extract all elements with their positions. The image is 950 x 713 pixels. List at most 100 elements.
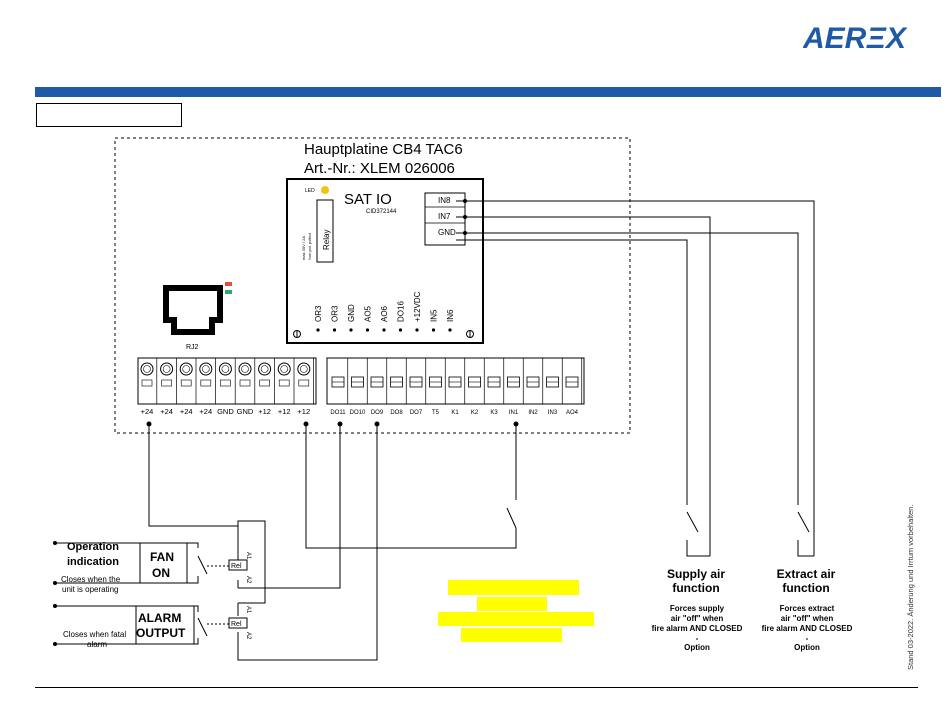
- sat-io-title: SAT IO: [344, 191, 392, 208]
- io-terminal-label: DO7: [410, 410, 423, 416]
- operation-note-2: unit is operating: [62, 585, 118, 594]
- wire-in7: [456, 216, 711, 556]
- power-terminal-label: GND: [217, 407, 234, 416]
- power-terminal-label: +24: [199, 407, 212, 416]
- supply-title-1: Supply air: [667, 567, 725, 581]
- power-terminal-label: +12: [258, 407, 271, 416]
- extract-switch-icon: [797, 500, 814, 557]
- wire-plus24: [148, 424, 266, 604]
- supply-air-section: Supply air function Forces supply air "o…: [652, 567, 743, 652]
- wire-do11: [238, 424, 341, 589]
- power-terminal-label: +24: [141, 407, 154, 416]
- highlight-bar-1: [448, 580, 579, 595]
- sat-io-right-label: IN8: [438, 196, 451, 205]
- sat-io-led-label: LED: [305, 188, 315, 194]
- fan-on-contact-icon: [55, 542, 208, 584]
- alarm-relay-icon: [228, 617, 248, 629]
- fan-relay-icon: [228, 559, 248, 571]
- sat-io-terminal-dot: [448, 328, 452, 332]
- fan-on-section: Operation indication Closes when the uni…: [53, 541, 251, 594]
- supply-desc-5: Option: [684, 643, 710, 652]
- power-terminal-label: +24: [180, 407, 193, 416]
- footer-note: Stand 03-2022. Änderung und Irrtum vorbe…: [906, 504, 915, 670]
- io-terminal-label: DO11: [330, 410, 346, 416]
- power-terminal-screw-icon: [140, 362, 154, 376]
- rj-socket-icon: [163, 285, 223, 335]
- sat-io-terminal-dot: [398, 328, 403, 332]
- wire-plus12-in1: [305, 424, 517, 549]
- sat-io-terminal-label: +12VDC: [413, 291, 422, 322]
- power-terminal-screw-icon: [238, 362, 252, 376]
- sat-io-terminal-label: OR3: [331, 305, 340, 322]
- sat-io-right-label: IN7: [438, 212, 451, 221]
- sat-io-terminal-label: DO16: [397, 301, 406, 322]
- supply-title-2: function: [672, 581, 719, 595]
- sat-io-terminal-label: IN6: [446, 309, 455, 322]
- sat-io-terminal-label: GND: [347, 304, 356, 322]
- operation-title-2: indication: [67, 556, 119, 568]
- extract-desc-3: fire alarm AND CLOSED: [762, 624, 853, 633]
- power-terminal-screw-icon: [160, 362, 174, 376]
- fan-relay-label: Rel: [231, 563, 242, 570]
- sat-io-terminal-dot: [431, 328, 436, 332]
- alarm-output-label-1: ALARM: [138, 611, 181, 625]
- io-terminal-label: K1: [451, 410, 459, 416]
- io-terminal-label: DO10: [350, 410, 366, 416]
- io-terminal-label: T5: [432, 410, 440, 416]
- alarm-output-label-2: OUTPUT: [136, 626, 186, 640]
- sat-io-terminal-dot: [349, 328, 353, 332]
- main-board-outline: [114, 137, 631, 434]
- alarm-contact-icon: [55, 605, 208, 645]
- io-terminal-label: AO4: [566, 410, 579, 416]
- io-terminal-label: DO9: [371, 410, 384, 416]
- sat-io-terminal-dot: [332, 328, 337, 332]
- fire-alarm-wiring: [456, 200, 815, 557]
- extract-desc-4: -: [806, 634, 809, 643]
- fan-relay-a1: A1: [245, 552, 251, 560]
- io-terminal-label: K2: [471, 410, 479, 416]
- power-terminal-label: GND: [237, 407, 254, 416]
- io-terminal-label: DO8: [390, 410, 403, 416]
- board-title-2: Art.-Nr.: XLEM 026006: [304, 160, 455, 177]
- footer-rule: [35, 687, 918, 688]
- sat-io-code: CID372144: [366, 209, 397, 215]
- supply-desc-3: fire alarm AND CLOSED: [652, 624, 743, 633]
- wire-gnd-supply: [456, 239, 688, 500]
- operation-title-1: Operation: [67, 541, 119, 553]
- sat-io-terminal-label: IN5: [430, 309, 439, 322]
- supply-desc-4: -: [696, 634, 699, 643]
- alarm-relay-label: Rel: [231, 621, 242, 628]
- highlight-bar-3: [438, 612, 594, 626]
- power-terminal-screw-icon: [179, 362, 193, 376]
- alarm-output-section: Closes when fatal alarm ALARM OUTPUT Rel…: [53, 604, 251, 649]
- sat-io-terminal-label: OR3: [314, 305, 323, 322]
- rj-led-red-icon: [225, 282, 232, 286]
- fan-on-label-2: ON: [152, 566, 170, 580]
- highlight-bar-4: [461, 628, 562, 642]
- alarm-output-box: [135, 605, 195, 645]
- supply-switch-icon: [686, 500, 710, 557]
- extract-title-2: function: [782, 581, 829, 595]
- supply-desc-2: air "off" when: [671, 614, 724, 623]
- relay-wiring: [146, 421, 519, 661]
- extract-desc-1: Forces extract: [780, 604, 835, 613]
- power-terminal-screw-icon: [199, 362, 213, 376]
- screw-icon: [293, 330, 301, 338]
- io-terminal-label: IN1: [509, 410, 519, 416]
- sat-io-terminal-dot: [382, 328, 386, 332]
- wire-in8: [456, 200, 815, 556]
- power-terminal-label: +12: [297, 407, 310, 416]
- operation-note-1: Closes when the: [61, 575, 121, 584]
- sat-io-terminal-label: AO6: [380, 305, 389, 322]
- power-terminal-label: +24: [160, 407, 173, 416]
- power-terminal-screw-icon: [218, 362, 232, 376]
- alarm-relay-a2: A2: [245, 632, 251, 640]
- fan-relay-a2: A2: [245, 576, 251, 584]
- extract-desc-5: Option: [794, 643, 820, 652]
